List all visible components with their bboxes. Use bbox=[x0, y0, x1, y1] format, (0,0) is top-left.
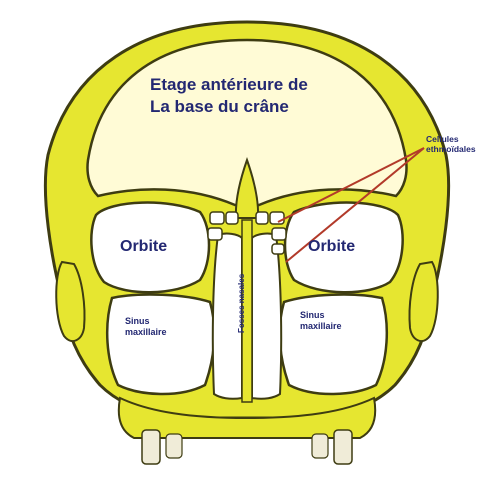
sinus-left-line-2: maxillaire bbox=[125, 327, 167, 338]
sinus-left-cavity bbox=[107, 295, 214, 395]
orbit-right-label: Orbite bbox=[308, 238, 355, 256]
cells-line-1: Cellules bbox=[426, 134, 476, 144]
title-line-1: Etage antérieure de bbox=[150, 74, 308, 96]
tooth bbox=[142, 430, 160, 464]
ethmoid-cell bbox=[256, 212, 268, 224]
title-label: Etage antérieure de La base du crâne bbox=[150, 74, 308, 118]
ethmoid-cell bbox=[210, 212, 224, 224]
sinus-left-line-1: Sinus bbox=[125, 316, 167, 327]
sinus-right-line-1: Sinus bbox=[300, 310, 342, 321]
ethmoid-cell bbox=[272, 244, 284, 254]
sinus-left-label: Sinus maxillaire bbox=[125, 316, 167, 338]
orbit-left-label: Orbite bbox=[120, 238, 167, 256]
title-line-2: La base du crâne bbox=[150, 96, 308, 118]
cells-line-2: ethmoïdales bbox=[426, 144, 476, 154]
sinus-right-label: Sinus maxillaire bbox=[300, 310, 342, 332]
ethmoid-cell bbox=[270, 212, 284, 224]
tooth bbox=[166, 434, 182, 458]
ethmoid-cell bbox=[226, 212, 238, 224]
fosses-nasales-label: Fosses nasales bbox=[237, 274, 246, 333]
tooth bbox=[334, 430, 352, 464]
ethmoid-cell bbox=[272, 228, 286, 240]
ethmoid-cell bbox=[208, 228, 222, 240]
ethmoid-cells-label: Cellules ethmoïdales bbox=[426, 134, 476, 154]
sinus-right-line-2: maxillaire bbox=[300, 321, 342, 332]
nasal-cavity-right bbox=[252, 234, 281, 399]
tooth bbox=[312, 434, 328, 458]
